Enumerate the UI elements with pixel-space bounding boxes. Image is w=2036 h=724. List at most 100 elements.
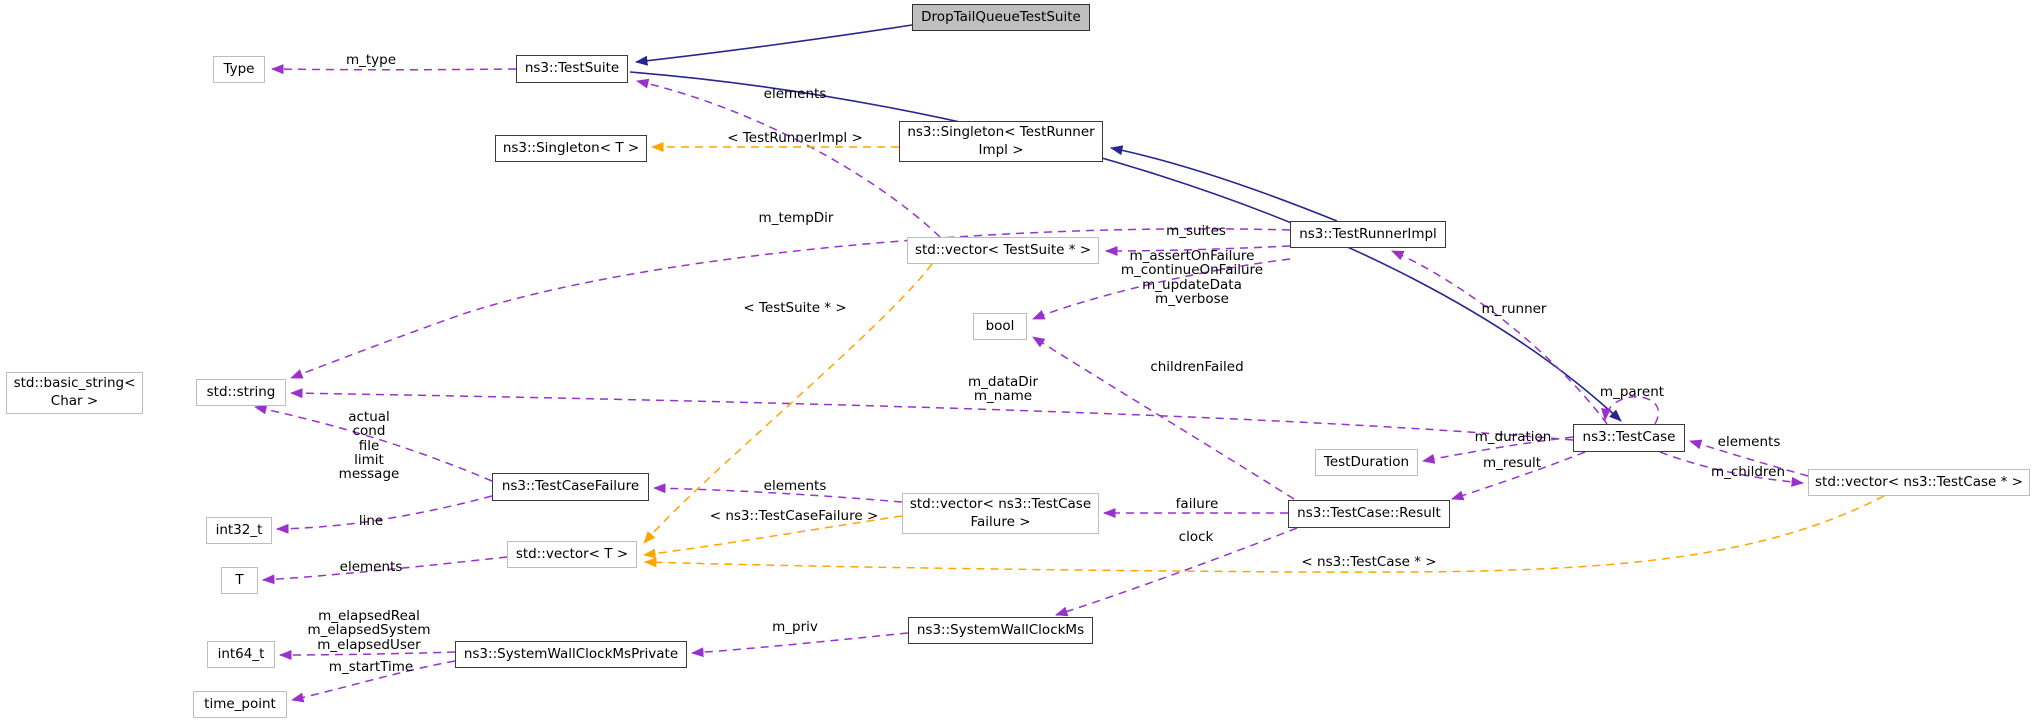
- edge-label-m-datadir-m-name: m_dataDir m_name: [967, 374, 1039, 405]
- class-node-time-point: time_point: [193, 691, 287, 718]
- class-node-label: ns3::SystemWallClockMs: [916, 621, 1085, 638]
- class-node-label: int64_t: [217, 645, 265, 662]
- edge-m-priv: [691, 632, 909, 658]
- class-node-label: ns3::TestCase: [1582, 429, 1676, 446]
- edge-label-m-parent: m_parent: [1599, 384, 1665, 400]
- edge-tpl-vec-testcasefailure: [643, 515, 903, 559]
- edge-label-m-children: m_children: [1710, 464, 1786, 480]
- class-node-ns3-testsuite[interactable]: ns3::TestSuite: [516, 55, 628, 83]
- edge-inherit-testrunnerimpl-singleton: [1110, 145, 1338, 222]
- edge-m-elapsed-int64: [279, 649, 456, 660]
- class-node-type: Type: [213, 56, 265, 83]
- class-node-label-line1: ns3::Singleton< TestRunner: [907, 123, 1095, 140]
- edge-m-type: [271, 64, 517, 75]
- edge-clock: [1055, 527, 1298, 617]
- class-node-t: T: [221, 567, 258, 594]
- class-node-label: ns3::Singleton< T >: [502, 139, 640, 156]
- edge-label-m-result: m_result: [1482, 455, 1542, 471]
- edge-label-elements-t: elements: [339, 559, 403, 575]
- class-node-std-basic-string: std::basic_string< Char >: [6, 372, 143, 414]
- edge-label-elapsed-fields: m_elapsedReal m_elapsedSystem m_elapsedU…: [307, 608, 431, 653]
- edge-tpl-vec-testcase: [644, 495, 1885, 573]
- edge-tpl-vec-testsuite: [643, 263, 933, 544]
- class-node-label: time_point: [204, 695, 276, 712]
- class-node-label: T: [235, 571, 244, 588]
- class-node-label: std::vector< TestSuite * >: [914, 241, 1092, 258]
- edge-label-template-testrunnerimpl: < TestRunnerImpl >: [727, 130, 863, 146]
- edge-label-elements-failures: elements: [763, 478, 827, 494]
- class-node-label: ns3::TestRunnerImpl: [1299, 225, 1437, 242]
- edge-runner-flags-bool: [1032, 258, 1291, 320]
- class-node-int64-t: int64_t: [207, 641, 275, 668]
- edge-m-duration: [1422, 436, 1574, 464]
- class-node-label-line2: Failure >: [970, 513, 1031, 530]
- class-node-bool: bool: [973, 313, 1027, 340]
- edge-label-m-starttime: m_startTime: [328, 659, 414, 675]
- class-node-ns3-testcasefailure[interactable]: ns3::TestCaseFailure: [492, 473, 649, 501]
- class-node-ns3-testrunnerimpl[interactable]: ns3::TestRunnerImpl: [1290, 221, 1446, 248]
- class-node-ns3-singleton-t[interactable]: ns3::Singleton< T >: [495, 135, 647, 162]
- class-node-label: DropTailQueueTestSuite: [921, 8, 1081, 25]
- edge-m-tempdir: [290, 228, 1291, 379]
- class-node-ns3-testcase-result[interactable]: ns3::TestCase::Result: [1288, 500, 1450, 528]
- edge-label-childrenfailed: childrenFailed: [1150, 359, 1244, 375]
- class-node-label-line1: std::basic_string<: [13, 375, 136, 392]
- edge-label-m-tempdir: m_tempDir: [758, 210, 834, 226]
- class-node-label: Type: [223, 60, 255, 77]
- class-node-ns3-testcase[interactable]: ns3::TestCase: [1573, 424, 1685, 452]
- edge-label-elements-cases: elements: [1717, 434, 1781, 450]
- class-node-label: TestDuration: [1323, 453, 1410, 470]
- edge-label-template-testcasefailure: < ns3::TestCaseFailure >: [709, 508, 879, 524]
- class-node-label-line2: Impl >: [978, 141, 1024, 158]
- edge-label-m-runner: m_runner: [1481, 301, 1547, 317]
- edge-elements-failures: [653, 483, 903, 503]
- class-node-label-line1: std::vector< ns3::TestCase: [909, 495, 1092, 512]
- edge-m-starttime: [291, 660, 456, 703]
- class-node-std-vector-ns3-testcasefailure: std::vector< ns3::TestCase Failure >: [902, 493, 1099, 534]
- edge-label-template-testcase: < ns3::TestCase * >: [1301, 554, 1437, 570]
- edge-line-int32: [276, 495, 493, 534]
- class-node-std-vector-t: std::vector< T >: [507, 541, 637, 568]
- edge-label-failure: failure: [1175, 496, 1219, 512]
- class-node-label: std::vector< ns3::TestCase * >: [1815, 473, 2023, 490]
- class-node-testduration: TestDuration: [1315, 449, 1418, 476]
- edge-elements-cases: [1689, 439, 1809, 477]
- edge-label-failure-fields: actual cond file limit message: [338, 409, 400, 483]
- class-node-label: ns3::SystemWallClockMsPrivate: [463, 645, 679, 662]
- class-node-int32-t: int32_t: [206, 517, 272, 544]
- class-node-label: std::string: [206, 383, 276, 400]
- edge-childrenfailed-bool: [1032, 336, 1295, 500]
- edge-m-datadir-m-name: [290, 388, 1574, 441]
- class-node-label: ns3::TestCase::Result: [1297, 505, 1441, 522]
- class-node-label-line2: Char >: [50, 393, 99, 409]
- edge-label-m-duration: m_duration: [1474, 429, 1552, 445]
- class-node-ns3-systemwallclockmsprivate[interactable]: ns3::SystemWallClockMsPrivate: [455, 641, 687, 668]
- class-node-label: std::vector< T >: [515, 545, 629, 562]
- class-node-label: ns3::TestSuite: [524, 60, 620, 77]
- class-node-ns3-singleton-testrunnerimpl[interactable]: ns3::Singleton< TestRunner Impl >: [899, 121, 1103, 162]
- edge-label-m-suites: m_suites: [1166, 223, 1226, 239]
- edge-elements-t: [262, 556, 508, 585]
- class-node-std-string: std::string: [196, 379, 286, 406]
- edge-label-runner-flags: m_assertOnFailure m_continueOnFailure m_…: [1120, 248, 1264, 307]
- edge-m-runner: [1391, 250, 1608, 425]
- edge-m-children: [1659, 451, 1804, 487]
- edge-m-result: [1451, 451, 1586, 501]
- edge-inherit-testsuite-testcase: [629, 71, 1622, 422]
- class-node-ns3-systemwallclockms[interactable]: ns3::SystemWallClockMs: [908, 617, 1093, 644]
- class-node-label: int32_t: [215, 521, 263, 538]
- edge-inherit-droptail-testsuite: [635, 24, 913, 66]
- edge-label-clock: clock: [1178, 529, 1214, 545]
- edge-elements-suites: [636, 78, 941, 238]
- class-node-std-vector-testsuite: std::vector< TestSuite * >: [907, 237, 1099, 264]
- class-node-label: ns3::TestCaseFailure: [501, 478, 640, 495]
- edge-label-template-testsuite: < TestSuite * >: [743, 300, 847, 316]
- class-node-label: bool: [985, 317, 1015, 334]
- edge-label-line: line: [358, 513, 384, 529]
- edge-label-m-type: m_type: [345, 52, 397, 68]
- class-node-droptailqueuetestsuite: DropTailQueueTestSuite: [912, 4, 1090, 31]
- edge-label-elements-suites: elements: [763, 86, 827, 102]
- edge-label-m-priv: m_priv: [772, 619, 818, 635]
